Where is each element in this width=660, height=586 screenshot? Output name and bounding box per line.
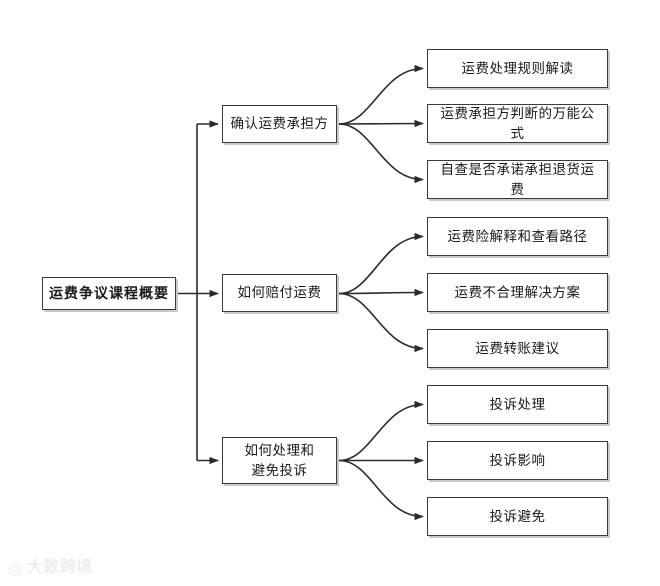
edge-b3-c3 xyxy=(338,459,424,521)
edge-b3-c1 xyxy=(338,400,424,462)
node-branch-2-child-2-label: 运费不合理解决方案 xyxy=(454,284,581,300)
node-branch-2-child-3[interactable]: 运费转账建议 xyxy=(427,329,608,368)
node-branch-3-label: 如何处理和 避免投诉 xyxy=(244,442,315,478)
node-branch-2-child-3-label: 运费转账建议 xyxy=(475,340,560,356)
node-branch-3[interactable]: 如何处理和 避免投诉 xyxy=(222,437,337,484)
node-branch-1-child-1[interactable]: 运费处理规则解读 xyxy=(427,49,608,88)
node-branch-3-child-1-label: 投诉处理 xyxy=(489,396,546,412)
node-branch-2-child-1[interactable]: 运费险解释和查看路径 xyxy=(427,217,608,256)
node-branch-1-child-2-label: 运费承担方判断的万能公式 xyxy=(440,105,595,141)
node-branch-1-label: 确认运费承担方 xyxy=(230,116,329,132)
node-branch-1[interactable]: 确认运费承担方 xyxy=(222,105,337,143)
node-branch-1-child-2[interactable]: 运费承担方判断的万能公式 xyxy=(427,104,608,143)
node-branch-1-child-1-label: 运费处理规则解读 xyxy=(461,60,574,76)
node-branch-3-child-3[interactable]: 投诉避免 xyxy=(427,497,608,536)
edge-b2-c2 xyxy=(338,288,424,297)
node-branch-3-child-2[interactable]: 投诉影响 xyxy=(427,441,608,480)
node-root[interactable]: 运费争议课程概要 xyxy=(42,277,176,310)
node-branch-2-label: 如何赔付运费 xyxy=(237,285,322,301)
node-branch-2-child-1-label: 运费险解释和查看路径 xyxy=(447,228,588,244)
node-branch-2[interactable]: 如何赔付运费 xyxy=(222,274,337,312)
edge-root-trunk xyxy=(178,124,198,461)
node-branch-3-child-1[interactable]: 投诉处理 xyxy=(427,385,608,424)
edge-group-b1 xyxy=(338,64,424,184)
watermark-logo-icon: ◎ xyxy=(8,558,23,578)
node-branch-1-child-3[interactable]: 自查是否承诺承担退货运费 xyxy=(427,160,608,199)
node-branch-3-child-2-label: 投诉影响 xyxy=(489,452,546,468)
edge-b1-c1 xyxy=(338,64,424,125)
edge-b2-c3 xyxy=(338,292,424,353)
node-root-label: 运费争议课程概要 xyxy=(49,285,169,302)
edge-group-b3 xyxy=(338,400,424,521)
watermark: ◎ 大数跨境 xyxy=(8,556,112,580)
edge-b1-c3 xyxy=(338,123,424,184)
node-branch-3-child-3-label: 投诉避免 xyxy=(489,508,546,524)
edge-b1-c2 xyxy=(338,119,424,128)
edge-group-b2 xyxy=(338,232,424,353)
watermark-text: 大数跨境 xyxy=(26,559,93,576)
node-branch-2-child-2[interactable]: 运费不合理解决方案 xyxy=(427,273,608,312)
node-branch-1-child-3-label: 自查是否承诺承担退货运费 xyxy=(440,161,595,197)
edge-trunk-to-branches xyxy=(197,120,219,465)
edge-b2-c1 xyxy=(338,232,424,295)
